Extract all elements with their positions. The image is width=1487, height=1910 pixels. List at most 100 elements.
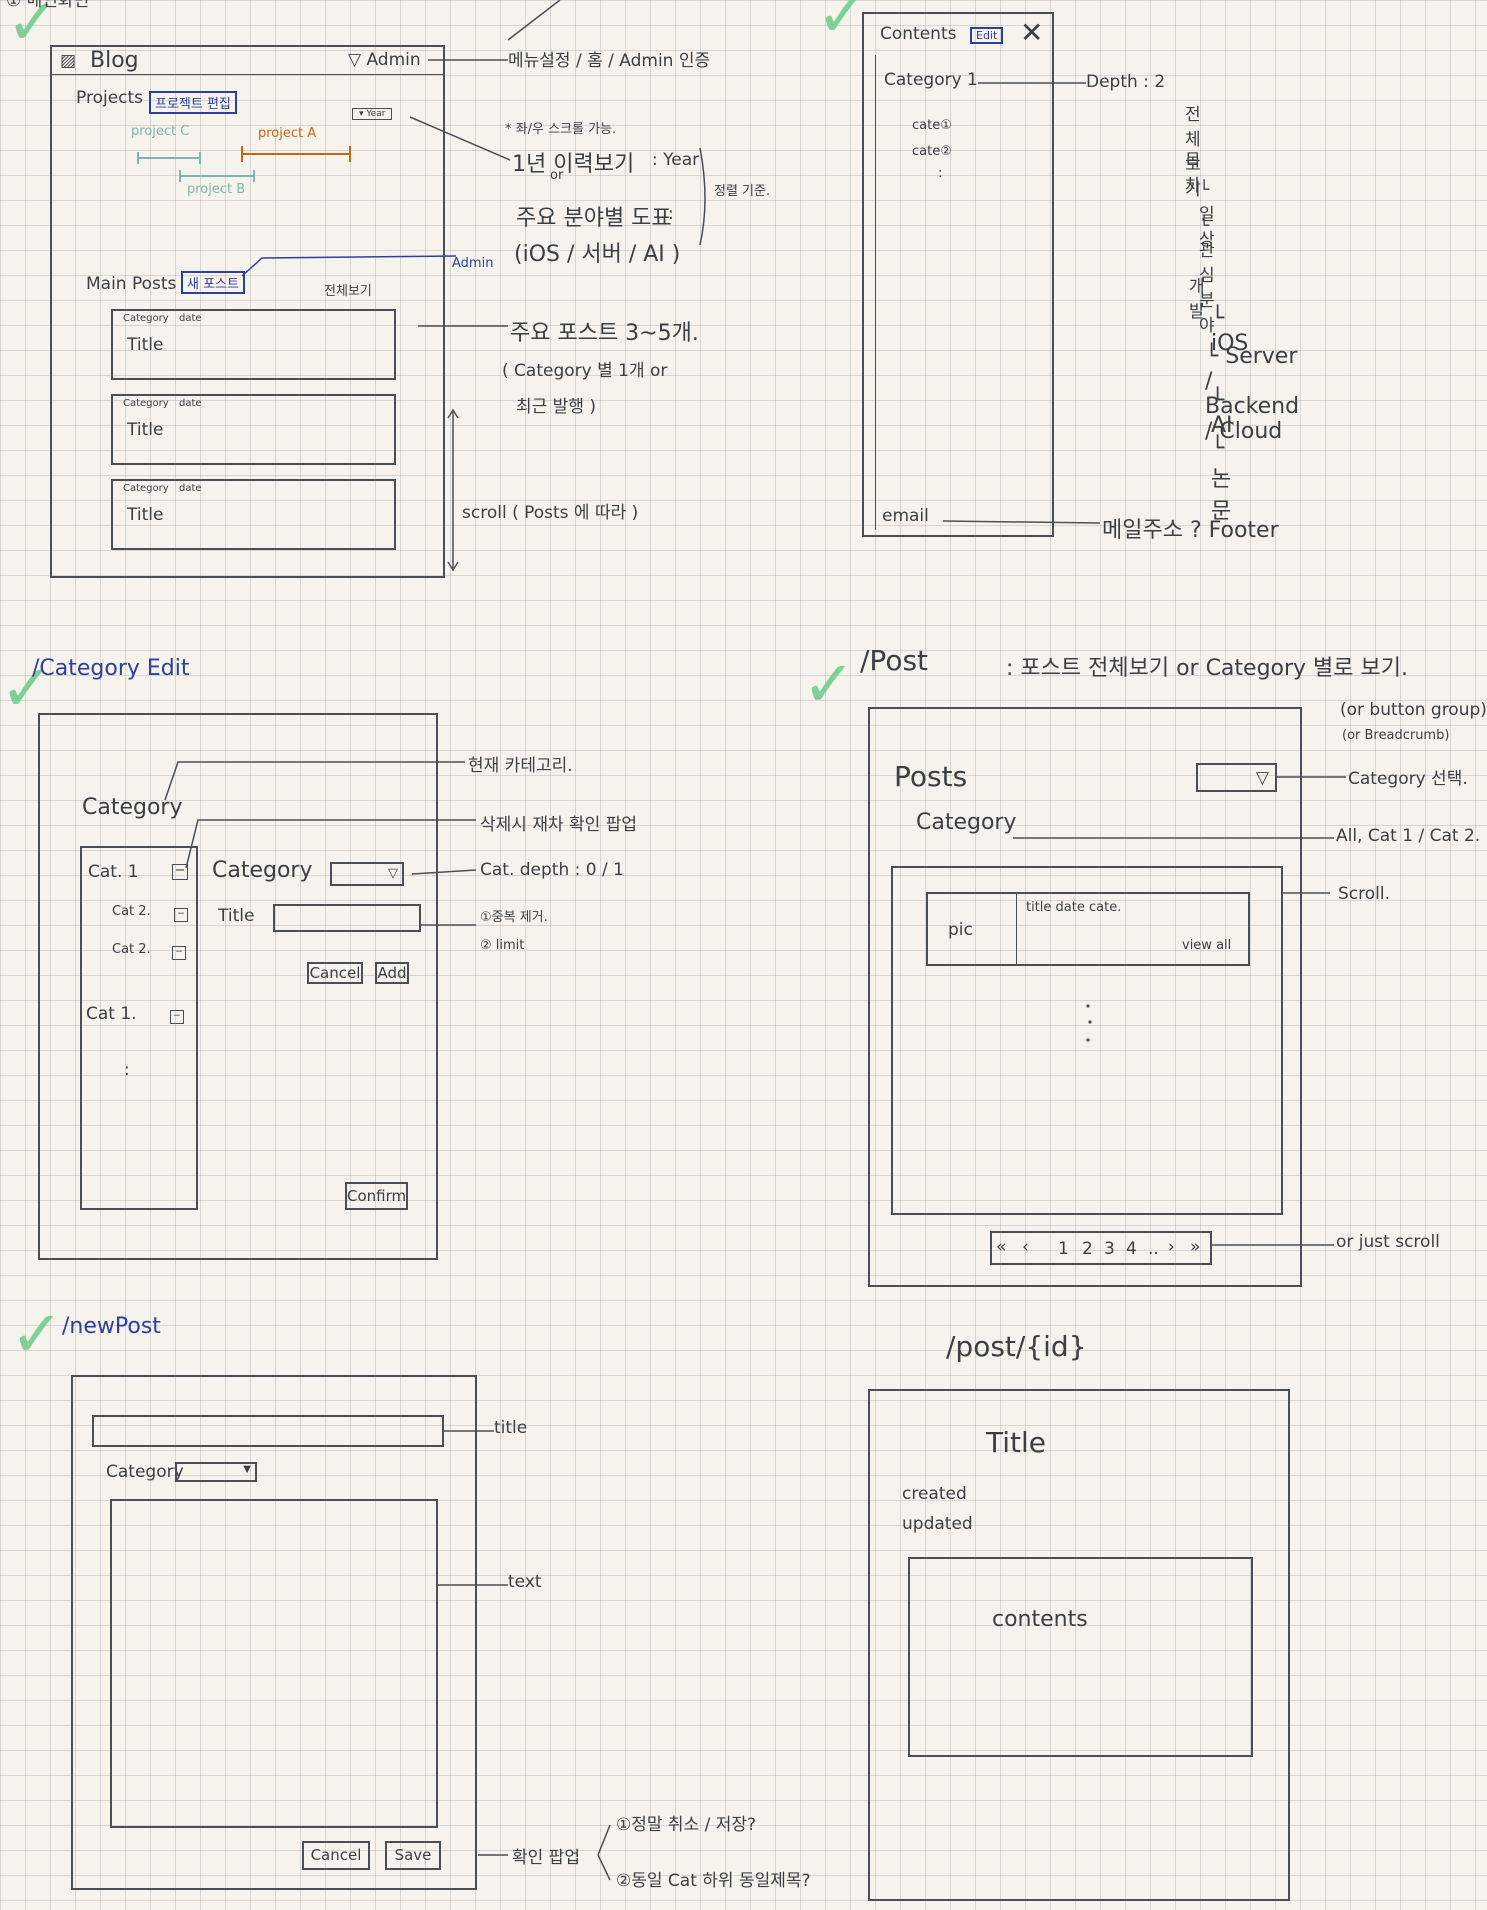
- view-all-link[interactable]: 전체보기: [324, 284, 372, 299]
- side-menu-frame: [862, 12, 1054, 537]
- delete-icon[interactable]: −: [170, 1010, 184, 1024]
- contents-label: contents: [992, 1607, 1088, 1632]
- row-divider: [1016, 892, 1017, 966]
- category-item[interactable]: Cat 2.: [112, 942, 151, 957]
- post-scroll-area[interactable]: [891, 866, 1283, 1215]
- note-confirm-1: ①정말 취소 / 저장?: [616, 1815, 757, 1835]
- post-card[interactable]: Category date Title: [111, 394, 396, 465]
- note-major: 주요 분야별 도표: [516, 206, 672, 231]
- cancel-button[interactable]: Cancel: [302, 1841, 370, 1870]
- email-link[interactable]: email: [882, 506, 929, 526]
- note-category-select: Category 선택.: [1348, 769, 1468, 789]
- form-category-label: Category: [212, 858, 313, 883]
- note-categories: (iOS / 서버 / AI ): [514, 242, 681, 267]
- header-bar: [50, 45, 445, 75]
- tree-item: └ Server / Backend / Cloud: [1205, 344, 1300, 444]
- page-number[interactable]: 1: [1058, 1239, 1069, 1259]
- note-scroll: scroll ( Posts 에 따라 ): [462, 503, 639, 523]
- delete-icon[interactable]: −: [174, 908, 188, 922]
- new-post-route: /newPost: [62, 1314, 161, 1339]
- add-button[interactable]: Add: [375, 962, 409, 984]
- card-category: Category: [123, 483, 169, 494]
- note-depth: Depth : 2: [1086, 72, 1166, 92]
- note-scroll: Scroll.: [1338, 884, 1391, 904]
- new-post-button[interactable]: 새 포스트: [181, 271, 245, 294]
- blog-logo-icon[interactable]: ▨: [60, 51, 77, 71]
- title-input[interactable]: [273, 904, 421, 932]
- page-prev-button[interactable]: ‹: [1022, 1237, 1029, 1257]
- note-year: : Year: [652, 150, 700, 170]
- tree-item: └ 논문: [1211, 436, 1232, 524]
- page-next-button[interactable]: ›: [1168, 1237, 1175, 1257]
- note-main-posts-3: 최근 발행 ): [516, 397, 596, 417]
- pagination: « ‹ 1 2 3 4 .. › »: [990, 1231, 1212, 1265]
- card-category: Category: [123, 398, 169, 409]
- note-button-group: (or button group): [1340, 700, 1487, 720]
- page-last-button[interactable]: »: [1190, 1237, 1201, 1257]
- page-number[interactable]: 4: [1126, 1239, 1137, 1259]
- tree-item: └ 일상: [1199, 180, 1215, 250]
- project-b-label[interactable]: project B: [187, 182, 246, 197]
- admin-menu[interactable]: ▽ Admin: [348, 50, 421, 70]
- project-edit-button[interactable]: 프로젝트 편집: [149, 91, 237, 114]
- page-number[interactable]: 3: [1104, 1239, 1115, 1259]
- year-select[interactable]: ▾ Year: [352, 108, 393, 120]
- more-dots: :: [938, 166, 943, 181]
- project-a-label[interactable]: project A: [258, 126, 317, 141]
- more-dots: :: [124, 1060, 130, 1080]
- check-mark-icon: ✓: [10, 1298, 64, 1372]
- post-row[interactable]: pic title date cate. view all: [926, 892, 1250, 966]
- card-title: Title: [127, 335, 164, 355]
- new-post-frame: [71, 1375, 477, 1890]
- check-mark-icon: ✓: [816, 0, 870, 52]
- note-all: All, Cat 1 / Cat 2.: [1336, 826, 1481, 846]
- blog-title[interactable]: Blog: [90, 48, 139, 73]
- note-depth: Cat. depth : 0 / 1: [480, 860, 624, 880]
- category-edit-frame: [38, 713, 438, 1260]
- title-input[interactable]: [92, 1415, 444, 1447]
- updated-date: updated: [902, 1514, 973, 1534]
- card-title: Title: [127, 420, 164, 440]
- category-select[interactable]: ▼: [175, 1462, 257, 1482]
- posts-title: Posts: [894, 760, 968, 793]
- tree-item: └ AI: [1211, 388, 1233, 438]
- save-button[interactable]: Save: [385, 1841, 441, 1870]
- post-contents: contents: [908, 1557, 1253, 1757]
- category-select[interactable]: [1196, 763, 1277, 792]
- cancel-button[interactable]: Cancel: [307, 962, 363, 984]
- chevron-down-icon: ▼: [243, 1464, 251, 1475]
- chevron-down-icon: [1256, 768, 1269, 788]
- project-c-label[interactable]: project C: [131, 124, 190, 139]
- category-item[interactable]: Cat 2.: [112, 904, 151, 919]
- confirm-button[interactable]: Confirm: [345, 1182, 408, 1210]
- category-item[interactable]: Cat 1.: [86, 1004, 137, 1024]
- post-card[interactable]: Category date Title: [111, 479, 396, 550]
- post-title: Title: [986, 1426, 1047, 1459]
- note-one-year: 1년 이력보기: [512, 152, 635, 177]
- category-depth-select[interactable]: [330, 862, 404, 886]
- card-date: date: [179, 483, 202, 494]
- post-card[interactable]: Category date Title: [111, 309, 396, 380]
- admin-only-note: Admin: [452, 256, 494, 271]
- view-all-link[interactable]: view all: [1182, 938, 1232, 953]
- card-category: Category: [123, 313, 169, 324]
- cate-2-item[interactable]: cate②: [912, 144, 952, 159]
- tree-item: └ 관심 분야: [1199, 216, 1215, 336]
- text-editor[interactable]: [110, 1499, 438, 1828]
- note-confirm-2: ②동일 Cat 하위 동일제목?: [616, 1871, 811, 1891]
- post-detail-route: /post/{id}: [946, 1330, 1087, 1363]
- note-colon: :: [668, 204, 674, 224]
- card-title: Title: [127, 505, 164, 525]
- delete-icon[interactable]: −: [172, 864, 188, 880]
- note-scroll-horizontal: * 좌/우 스크롤 가능.: [505, 122, 617, 137]
- cate-1-item[interactable]: cate①: [912, 118, 952, 133]
- page-number[interactable]: 2: [1082, 1239, 1093, 1259]
- category-item[interactable]: Cat. 1: [88, 862, 139, 882]
- page-first-button[interactable]: «: [996, 1237, 1007, 1257]
- category-1-item[interactable]: Category 1: [884, 70, 978, 90]
- note-or: or: [550, 168, 564, 183]
- contents-label: Contents: [880, 24, 957, 44]
- close-icon[interactable]: ✕: [1020, 16, 1044, 49]
- delete-icon[interactable]: −: [172, 946, 186, 960]
- edit-button[interactable]: Edit: [970, 27, 1004, 44]
